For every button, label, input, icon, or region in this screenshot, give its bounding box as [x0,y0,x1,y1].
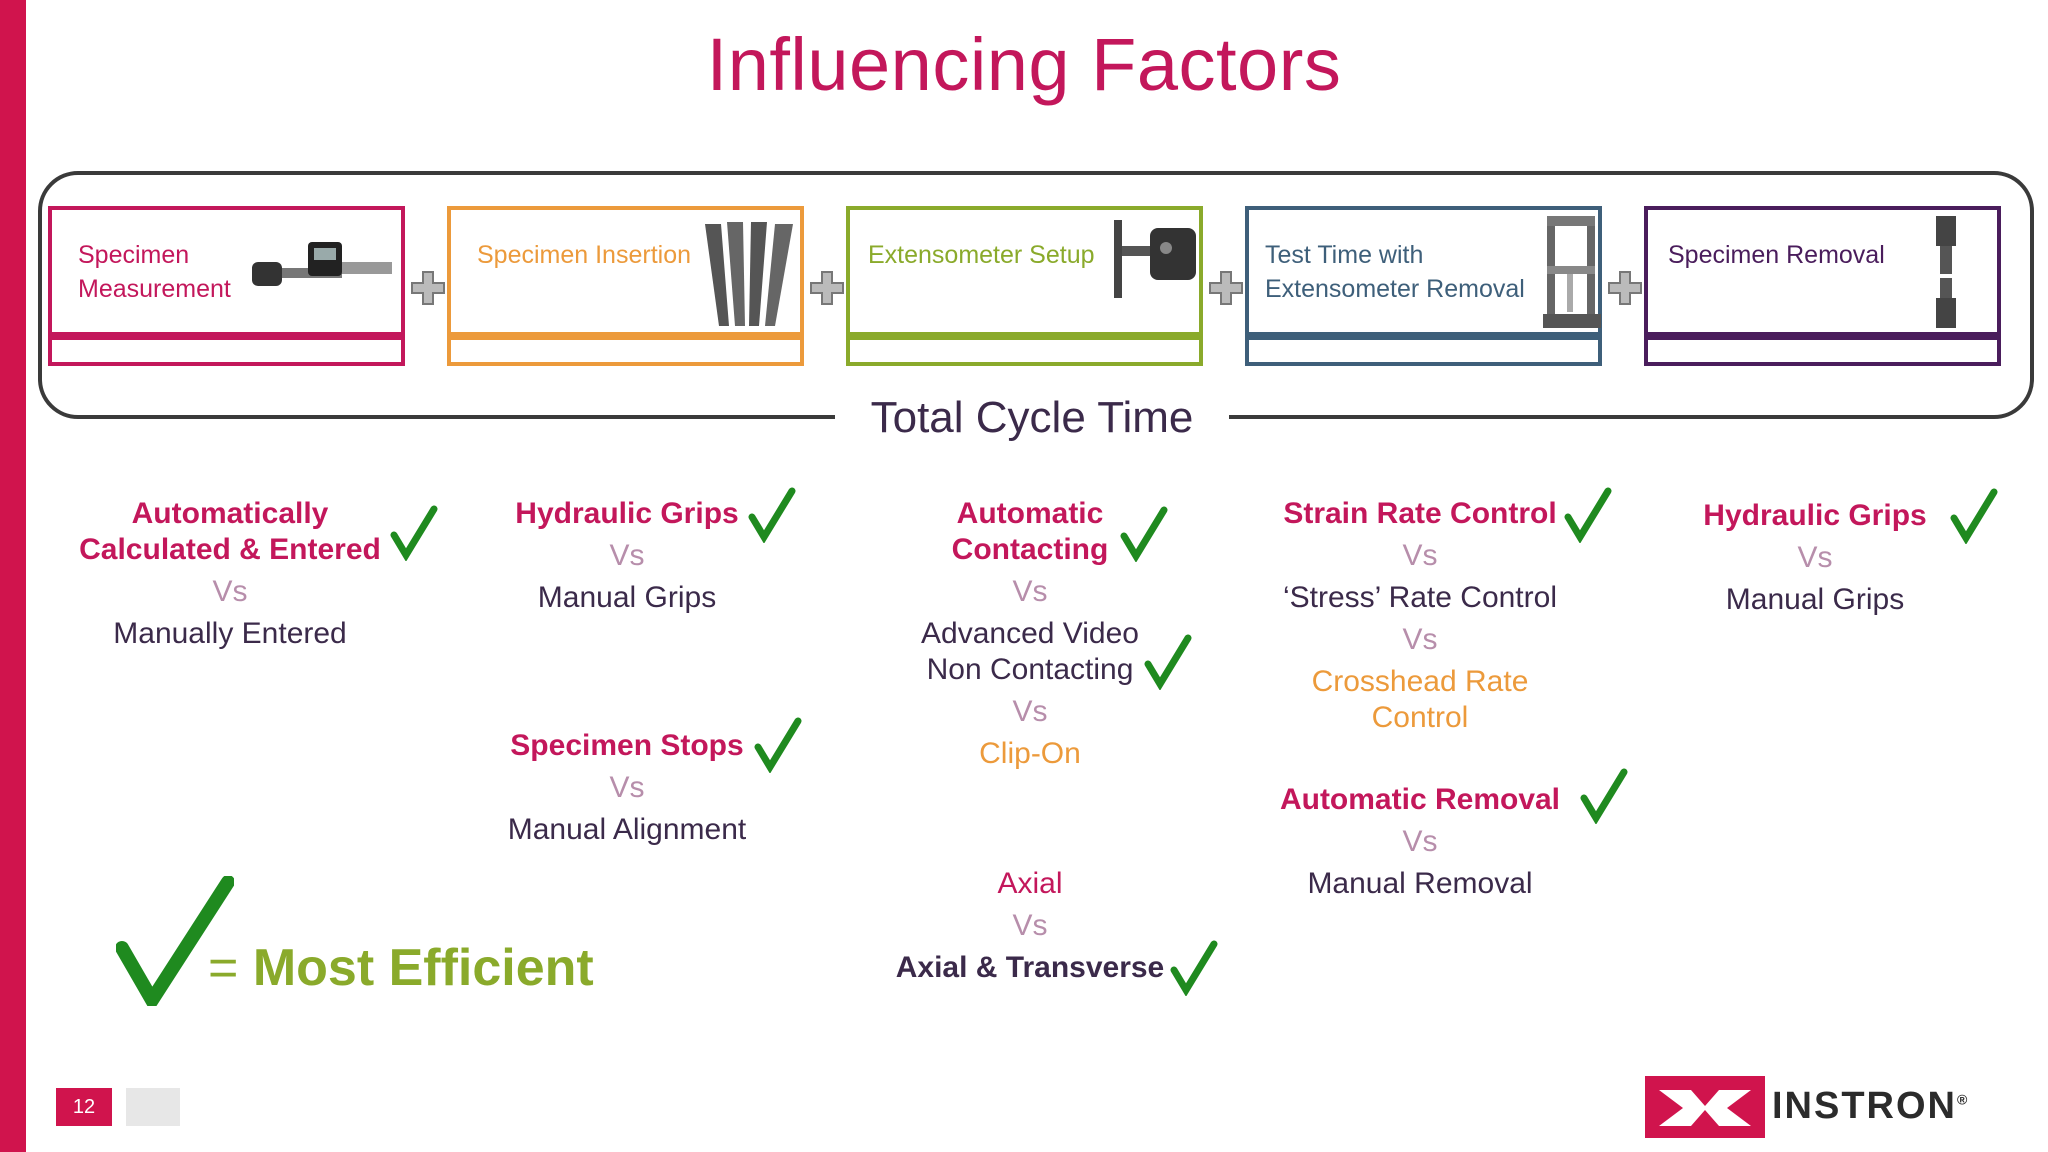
check-icon [1564,487,1612,543]
factor-removal: Automatic Removal Vs Manual Removal [1250,782,1590,902]
factor-heading: Hydraulic Grips [1703,499,1927,532]
factor-measurement-direction: Axial Vs Axial & Transverse [860,866,1200,986]
vs-label: Vs [609,539,645,572]
factor-alternative: ‘Stress’ Rate Control [1283,581,1557,614]
check-icon [754,717,802,773]
test-frame-icon [1543,216,1601,328]
vs-label: Vs [1402,825,1438,858]
micrometer-icon [252,242,392,286]
stage-band [850,332,1199,340]
factor-removal-grips: Hydraulic Grips Vs Manual Grips [1660,498,1970,618]
stage-label-line: Specimen Insertion [477,241,692,269]
logo-symbol-icon [1659,1090,1751,1126]
stage-label: Extensometer Setup [868,238,1095,272]
factor-alternative: Manual Alignment [507,813,747,846]
plus-icon [410,270,446,306]
total-cycle-time-label: Total Cycle Time [835,388,1229,448]
stage-test-time: Test Time with Extensometer Removal [1245,206,1602,366]
factor-measurement: Automatically Calculated & Entered Vs Ma… [60,496,400,652]
factor-grips: Hydraulic Grips Vs Manual Grips [467,496,787,616]
stage-label-line: Specimen [78,241,190,269]
stage-label-line: Extensometer Removal [1265,275,1525,303]
stage-label-line: Specimen Removal [1668,241,1885,269]
legend-label: = Most Efficient [208,938,594,998]
vs-label: Vs [1012,575,1048,608]
vs-label: Vs [1402,539,1438,572]
stage-label-line: Measurement [78,275,231,303]
stage-label: Test Time with Extensometer Removal [1265,238,1525,306]
check-icon [1170,940,1218,996]
factor-heading: Hydraulic Grips [515,497,739,530]
stage-band [451,332,800,340]
plus-icon [1208,270,1244,306]
stage-specimen-measurement: Specimen Measurement [48,206,405,366]
plus-icon [809,270,845,306]
stage-band [1648,332,1997,340]
factor-heading: Specimen Stops [510,729,744,762]
factor-heading: Automatic Removal [1279,783,1561,816]
factor-alternative: Control [1371,701,1469,734]
trademark: ® [1957,1091,1970,1108]
check-icon [1120,506,1168,562]
factor-alternative: Manual Grips [537,581,717,614]
factor-alternative: Clip-On [979,737,1081,770]
stage-extensometer-setup: Extensometer Setup [846,206,1203,366]
stage-label: Specimen Insertion [477,238,691,272]
factor-heading: Strain Rate Control [1283,497,1557,530]
legend-equals: = [208,939,239,997]
factor-alternative: Non Contacting [926,653,1134,686]
specimens-icon [705,222,793,326]
factor-heading: Automatically [131,497,329,530]
stage-specimen-removal: Specimen Removal [1644,206,2001,366]
factor-alternative: Manual Removal [1307,867,1533,900]
factor-heading: Contacting [951,533,1109,566]
stage-label-line: Test Time with [1265,241,1424,269]
check-icon [390,505,438,561]
factor-alternative: Manual Grips [1725,583,1905,616]
instron-logo-text: INSTRON® [1772,1085,1969,1128]
vs-label: Vs [1012,695,1048,728]
stage-label-line: Extensometer Setup [868,241,1095,269]
factor-heading: Automatic [956,497,1104,530]
stage-band [52,332,401,340]
factor-heading: Axial [997,867,1063,900]
check-icon [1144,634,1192,690]
factor-alternative: Axial & Transverse [895,951,1165,984]
page-number: 12 [56,1088,112,1126]
vs-label: Vs [1012,909,1048,942]
check-icon [116,876,234,1006]
factor-extensometer: Automatic Contacting Vs Advanced Video N… [860,496,1200,772]
page-title: Influencing Factors [706,23,1342,106]
vs-label: Vs [1797,541,1833,574]
factor-rate-control: Strain Rate Control Vs ‘Stress’ Rate Con… [1250,496,1590,736]
extensometer-icon [1114,220,1196,298]
stage-band [1249,332,1598,340]
factor-specimen-stops: Specimen Stops Vs Manual Alignment [467,728,787,848]
left-accent-bar [0,0,26,1152]
check-icon [1950,488,1998,544]
footer-gray-box [126,1088,180,1126]
factor-heading: Calculated & Entered [79,533,381,566]
stage-label: Specimen Measurement [78,238,231,306]
brand-name: INSTRON [1772,1085,1957,1127]
broken-specimen-icon [1936,216,1956,328]
stage-label: Specimen Removal [1668,238,1885,272]
vs-label: Vs [212,575,248,608]
factor-alternative: Manually Entered [113,617,347,650]
legend-text: Most Efficient [252,939,594,997]
plus-icon [1607,270,1643,306]
vs-label: Vs [1402,623,1438,656]
factor-alternative: Advanced Video [921,617,1139,650]
factor-alternative: Crosshead Rate [1311,665,1529,698]
check-icon [748,487,796,543]
stage-specimen-insertion: Specimen Insertion [447,206,804,366]
instron-logo-mark [1645,1076,1765,1138]
check-icon [1580,768,1628,824]
vs-label: Vs [609,771,645,804]
